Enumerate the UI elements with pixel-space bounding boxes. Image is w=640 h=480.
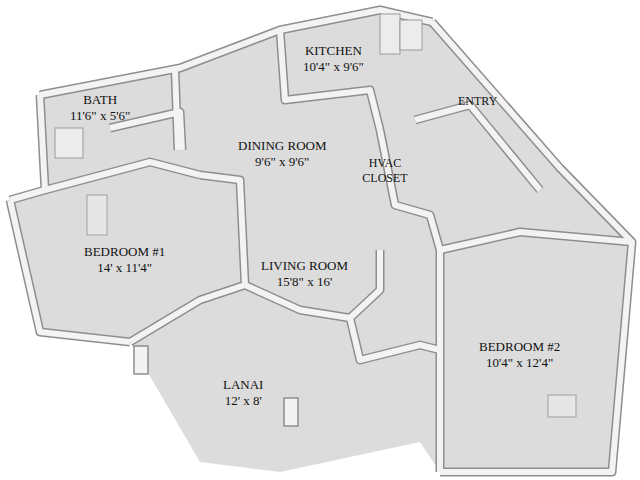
walls-shadow — [10, 10, 632, 472]
room-dimensions: 12' x 8' — [223, 393, 263, 409]
room-name: BEDROOM #2 — [479, 339, 560, 355]
room-label: BEDROOM #210'4" x 12'4" — [476, 338, 563, 372]
cabinets — [55, 14, 422, 158]
room-label: LIVING ROOM15'8" x 16' — [258, 257, 351, 291]
room-dimensions: 11'6" x 5'6" — [70, 108, 130, 124]
floor — [10, 10, 632, 472]
doors — [87, 195, 576, 417]
room-name: KITCHEN — [303, 43, 364, 59]
room-dimensions: 15'8" x 16' — [261, 274, 348, 290]
room-name: LANAI — [223, 377, 263, 393]
room-label: BATH11'6" x 5'6" — [67, 91, 133, 125]
area-label: HVAC CLOSET — [353, 155, 417, 187]
lanai-posts — [134, 346, 298, 426]
area-name: HVAC CLOSET — [355, 156, 415, 186]
area-label: ENTRY — [456, 93, 499, 110]
room-dimensions: 10'4" x 9'6" — [303, 59, 364, 75]
area-name: ENTRY — [458, 94, 497, 109]
room-dimensions: 14' x 11'4" — [84, 260, 165, 276]
room-label: DINING ROOM9'6" x 9'6" — [235, 137, 329, 171]
room-name: LIVING ROOM — [261, 258, 348, 274]
room-label: LANAI12' x 8' — [220, 376, 266, 410]
room-label: KITCHEN10'4" x 9'6" — [300, 42, 367, 76]
room-name: BEDROOM #1 — [84, 244, 165, 260]
room-dimensions: 9'6" x 9'6" — [238, 154, 326, 170]
room-name: DINING ROOM — [238, 138, 326, 154]
walls — [10, 10, 632, 472]
room-label: BEDROOM #114' x 11'4" — [81, 243, 168, 277]
room-dimensions: 10'4" x 12'4" — [479, 355, 560, 371]
room-name: BATH — [70, 92, 130, 108]
